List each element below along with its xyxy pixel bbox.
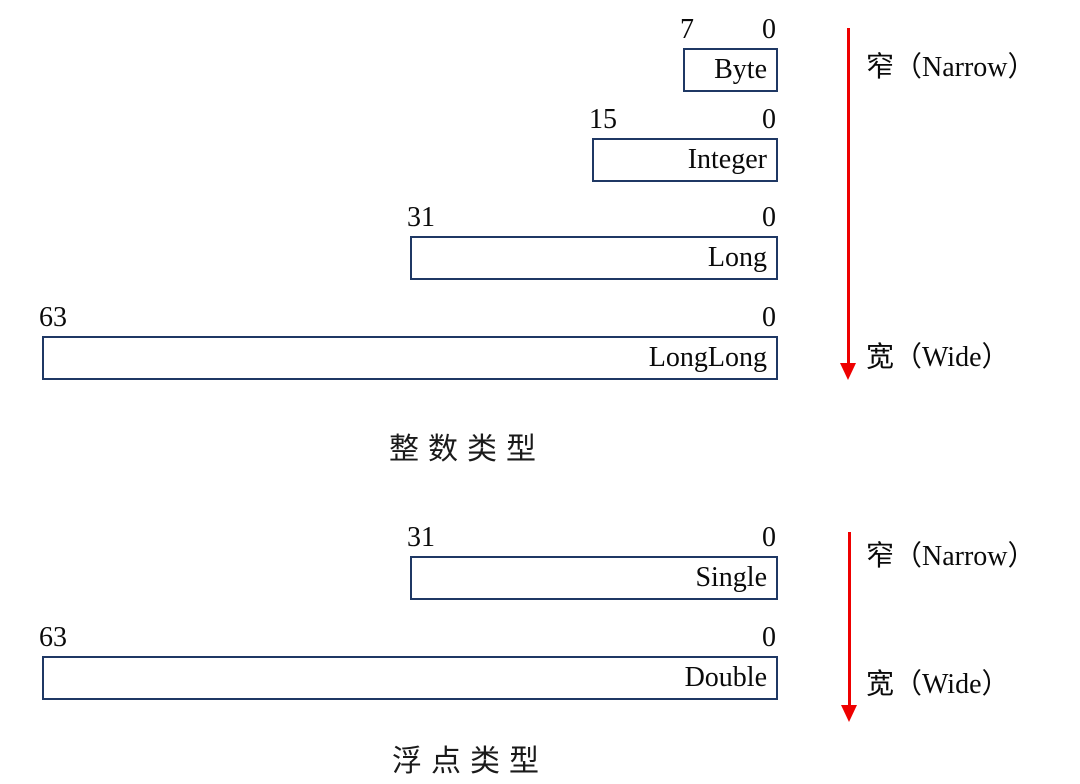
bit-range-labels: 31 0 [407,522,778,556]
arrow-head [841,705,857,722]
wide-label: 宽（Wide） [866,669,1010,700]
type-label: LongLong [648,342,767,373]
arrow-shaft [847,532,851,707]
double-box: Double [42,656,778,700]
low-bit-label: 0 [762,14,776,45]
narrow-label: 窄（Narrow） [866,52,1036,83]
bit-range-labels: 7 0 [680,14,778,48]
float-section-title: 浮点类型 [392,745,548,778]
byte-box: Byte [683,48,778,92]
high-bit-label: 31 [407,202,435,233]
down-arrow-icon [840,28,856,380]
integer-section-title: 整数类型 [389,433,545,466]
wide-label: 宽（Wide） [866,342,1010,373]
long-row: 31 0 Long [407,202,778,280]
bit-range-labels: 15 0 [589,104,778,138]
arrow-head [840,363,856,380]
high-bit-label: 7 [680,14,694,45]
down-arrow-icon [841,532,857,722]
low-bit-label: 0 [762,202,776,233]
high-bit-label: 63 [39,622,67,653]
type-label: Byte [714,54,767,85]
low-bit-label: 0 [762,104,776,135]
bit-range-labels: 63 0 [39,302,778,336]
high-bit-label: 15 [589,104,617,135]
byte-row: 7 0 Byte [680,14,778,92]
longlong-row: 63 0 LongLong [39,302,778,380]
longlong-box: LongLong [42,336,778,380]
type-label: Long [707,242,767,273]
long-box: Long [410,236,778,280]
arrow-shaft [846,28,850,365]
type-label: Integer [687,144,767,175]
type-label: Single [695,562,767,593]
low-bit-label: 0 [762,622,776,653]
type-label: Double [684,662,767,693]
low-bit-label: 0 [762,522,776,553]
single-box: Single [410,556,778,600]
low-bit-label: 0 [762,302,776,333]
double-row: 63 0 Double [39,622,778,700]
narrow-label: 窄（Narrow） [866,541,1036,572]
high-bit-label: 63 [39,302,67,333]
single-row: 31 0 Single [407,522,778,600]
high-bit-label: 31 [407,522,435,553]
integer-box: Integer [592,138,778,182]
bit-range-labels: 63 0 [39,622,778,656]
integer-row: 15 0 Integer [589,104,778,182]
bit-range-labels: 31 0 [407,202,778,236]
